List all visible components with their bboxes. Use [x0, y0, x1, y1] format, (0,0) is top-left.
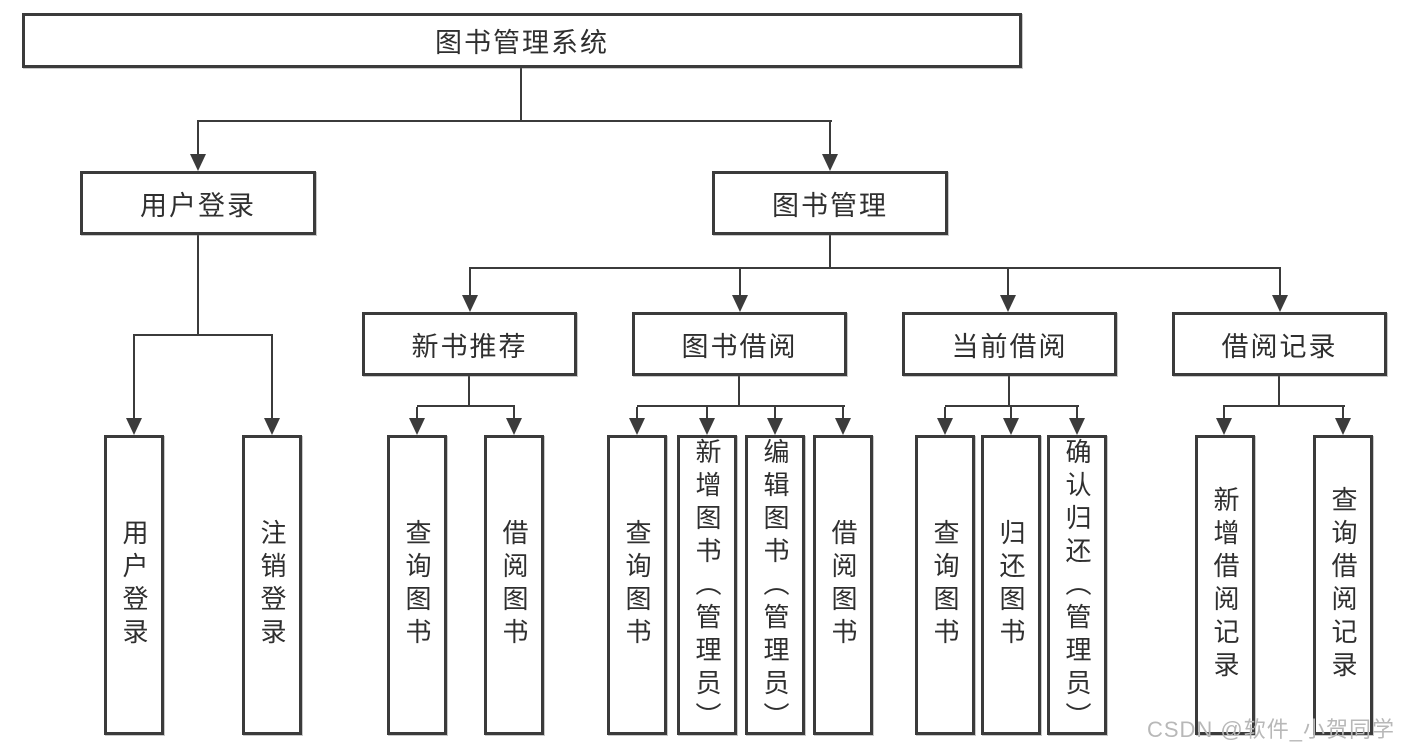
arrow-to-new-book — [462, 269, 478, 312]
node-leaf-confirm-return-admin: 确认归还（管理员） — [1047, 435, 1107, 735]
node-book-borrow: 图书借阅 — [632, 312, 847, 376]
connector-user-login-bus — [133, 334, 273, 336]
node-leaf-query-borrow-record: 查询借阅记录 — [1313, 435, 1373, 735]
connector-book-borrow-stem — [738, 376, 740, 407]
node-book-mgmt: 图书管理 — [712, 171, 948, 235]
node-leaf-logout: 注销登录 — [242, 435, 302, 735]
node-leaf-add-books-admin: 新增图书（管理员） — [677, 435, 737, 735]
node-user-login: 用户登录 — [80, 171, 316, 235]
csdn-watermark: CSDN @软件_小贺同学 — [1146, 717, 1395, 742]
connector-book-mgmt-stem — [829, 235, 831, 269]
node-borrow-records: 借阅记录 — [1172, 312, 1387, 376]
connector-root-bus — [197, 120, 832, 122]
node-leaf-borrow-books-2: 借阅图书 — [813, 435, 873, 735]
node-leaf-query-books-1: 查询图书 — [387, 435, 447, 735]
arrow-to-leaf-12 — [1216, 407, 1232, 435]
arrow-to-leaf-9 — [937, 407, 953, 435]
node-leaf-query-books-2: 查询图书 — [607, 435, 667, 735]
arrow-to-leaf-4 — [506, 407, 522, 435]
arrow-to-leaf-13 — [1335, 407, 1351, 435]
connector-current-borrow-bus — [945, 405, 1079, 407]
connector-new-book-bus — [417, 405, 515, 407]
node-leaf-borrow-books-1: 借阅图书 — [484, 435, 544, 735]
connector-user-login-stem — [197, 235, 199, 336]
connector-new-book-stem — [468, 376, 470, 407]
arrow-to-leaf-7 — [767, 407, 783, 435]
arrow-to-leaf-10 — [1003, 407, 1019, 435]
arrow-to-borrow-records — [1272, 269, 1288, 312]
connector-borrow-records-bus — [1223, 405, 1345, 407]
arrow-to-leaf-login — [126, 336, 142, 435]
arrow-to-leaf-11 — [1069, 407, 1085, 435]
arrow-to-leaf-8 — [835, 407, 851, 435]
node-root: 图书管理系统 — [22, 13, 1022, 68]
node-leaf-add-borrow-record: 新增借阅记录 — [1195, 435, 1255, 735]
connector-borrow-records-stem — [1278, 376, 1280, 407]
arrow-to-current-borrow — [1000, 269, 1016, 312]
arrow-to-book-borrow — [732, 269, 748, 312]
arrow-to-leaf-6 — [699, 407, 715, 435]
node-new-book-recommend: 新书推荐 — [362, 312, 577, 376]
node-leaf-query-books-3: 查询图书 — [915, 435, 975, 735]
node-leaf-edit-books-admin: 编辑图书（管理员） — [745, 435, 805, 735]
arrow-to-book-mgmt — [822, 122, 838, 171]
arrow-to-leaf-3 — [409, 407, 425, 435]
node-current-borrow: 当前借阅 — [902, 312, 1117, 376]
connector-book-mgmt-bus — [469, 267, 1281, 269]
connector-book-borrow-bus — [637, 405, 845, 407]
arrow-to-user-login — [190, 122, 206, 171]
arrow-to-leaf-logout — [264, 336, 280, 435]
node-leaf-return-books: 归还图书 — [981, 435, 1041, 735]
connector-current-borrow-stem — [1008, 376, 1010, 407]
arrow-to-leaf-5 — [629, 407, 645, 435]
node-leaf-user-login: 用户登录 — [104, 435, 164, 735]
connector-root-stem — [520, 68, 522, 122]
